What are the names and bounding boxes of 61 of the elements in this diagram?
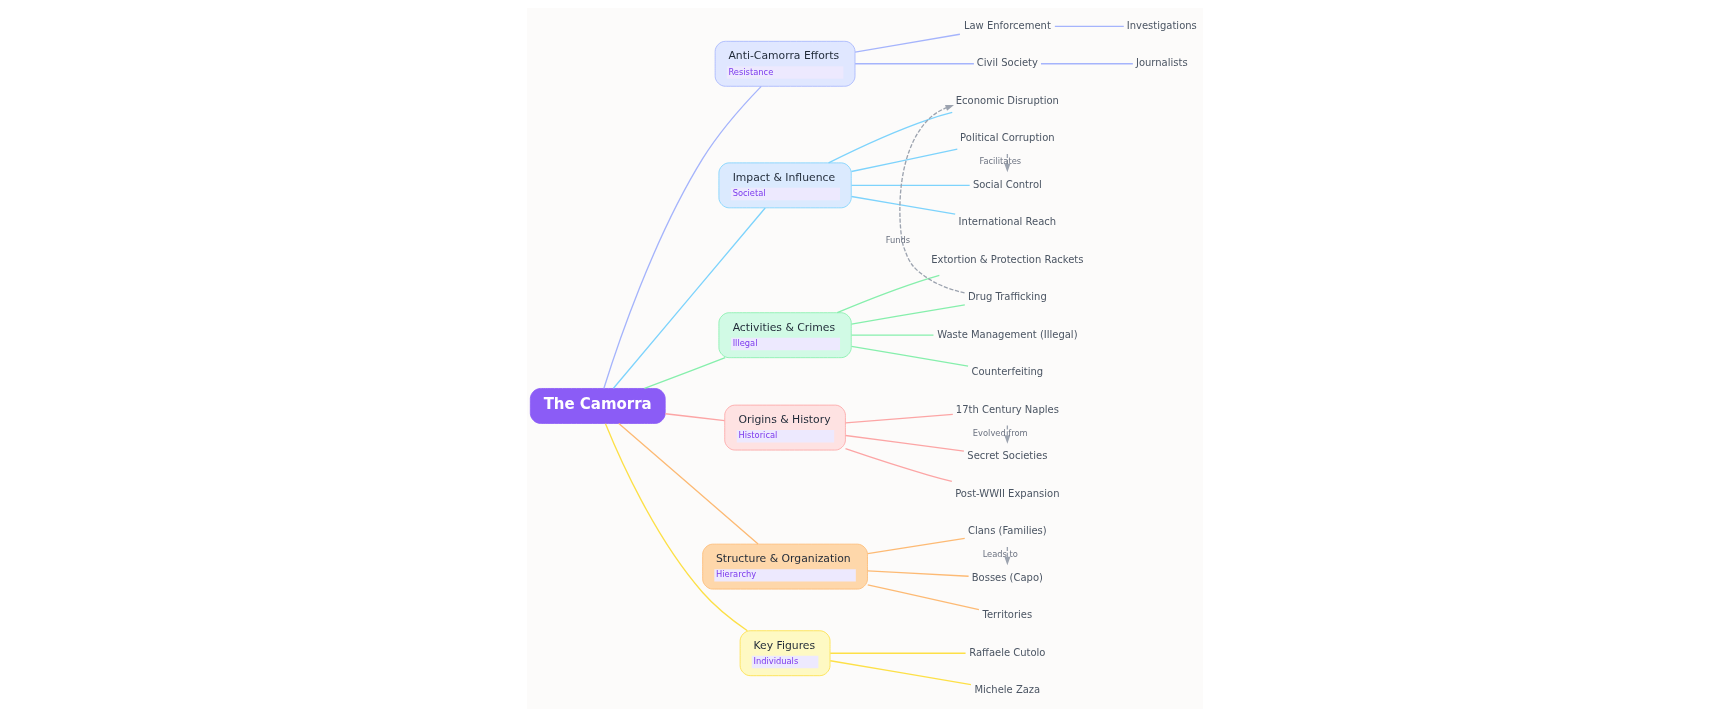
node-text: Political Corruption (959, 132, 1055, 144)
connector (612, 207, 766, 389)
arrow (1003, 153, 1010, 173)
node-box: Origins & History Historical (723, 404, 846, 451)
connector (850, 184, 970, 186)
node-text: Extortion & Protection Rackets (930, 253, 1084, 265)
node-text: Michele Zaza (973, 684, 1040, 696)
node-text: 17th Century Naples (955, 403, 1059, 415)
connector (850, 334, 934, 336)
node-text: Law Enforcement (963, 19, 1051, 31)
connector (866, 570, 969, 577)
edge-label: Facilitates (978, 156, 1021, 167)
connector (604, 423, 748, 632)
connector (829, 652, 966, 654)
connector (850, 148, 958, 173)
connector (602, 85, 762, 389)
node-text: Territories (982, 609, 1032, 621)
connector (866, 584, 980, 611)
connector (853, 63, 975, 65)
node-text: Waste Management (Illegal) (936, 328, 1078, 340)
node-box: Anti-Camorra Efforts Resistance (714, 40, 855, 87)
node-box: Key Figures Individuals (739, 630, 830, 677)
arrow (1003, 424, 1010, 444)
node-text: Drug Trafficking (967, 291, 1047, 303)
node-box: Structure & Organization Hierarchy (701, 543, 868, 590)
edge-label: Funds (885, 235, 910, 246)
node-box: Activities & Crimes Illegal (717, 312, 852, 359)
node-box: Impact & Influence Societal (717, 162, 852, 209)
node-box: The Camorra (529, 388, 666, 424)
arrow (898, 104, 965, 294)
connector (853, 33, 961, 53)
node-text: Social Control (972, 178, 1042, 190)
arrow (1003, 546, 1010, 566)
node-text: Clans (Families) (967, 525, 1047, 537)
node-text: Civil Society (976, 57, 1038, 69)
connector (866, 537, 965, 555)
node-text: Bosses (Capo) (971, 571, 1043, 583)
connector (1039, 63, 1133, 65)
connector (617, 422, 759, 545)
connector (850, 345, 969, 367)
node-text: Journalists (1135, 57, 1188, 69)
edge-label: Leads to (982, 549, 1018, 560)
edge-label: Evolved from (972, 427, 1028, 438)
connector (829, 660, 972, 686)
connector (643, 357, 726, 390)
node-text: International Reach (958, 216, 1056, 228)
connector (827, 111, 953, 164)
connector (1053, 25, 1124, 27)
connector (844, 448, 953, 483)
node-text: Counterfeiting (971, 366, 1043, 378)
connector (844, 434, 965, 452)
node-text: Post-WWII Expansion (954, 487, 1060, 499)
node-text: Economic Disruption (955, 94, 1059, 106)
connector (844, 413, 953, 424)
node-text: Investigations (1126, 19, 1197, 31)
connector (664, 413, 725, 422)
connector (836, 274, 940, 314)
connector (850, 304, 965, 325)
node-text: Secret Societies (966, 450, 1047, 462)
connector (850, 195, 956, 215)
node-text: Raffaele Cutolo (968, 646, 1045, 658)
